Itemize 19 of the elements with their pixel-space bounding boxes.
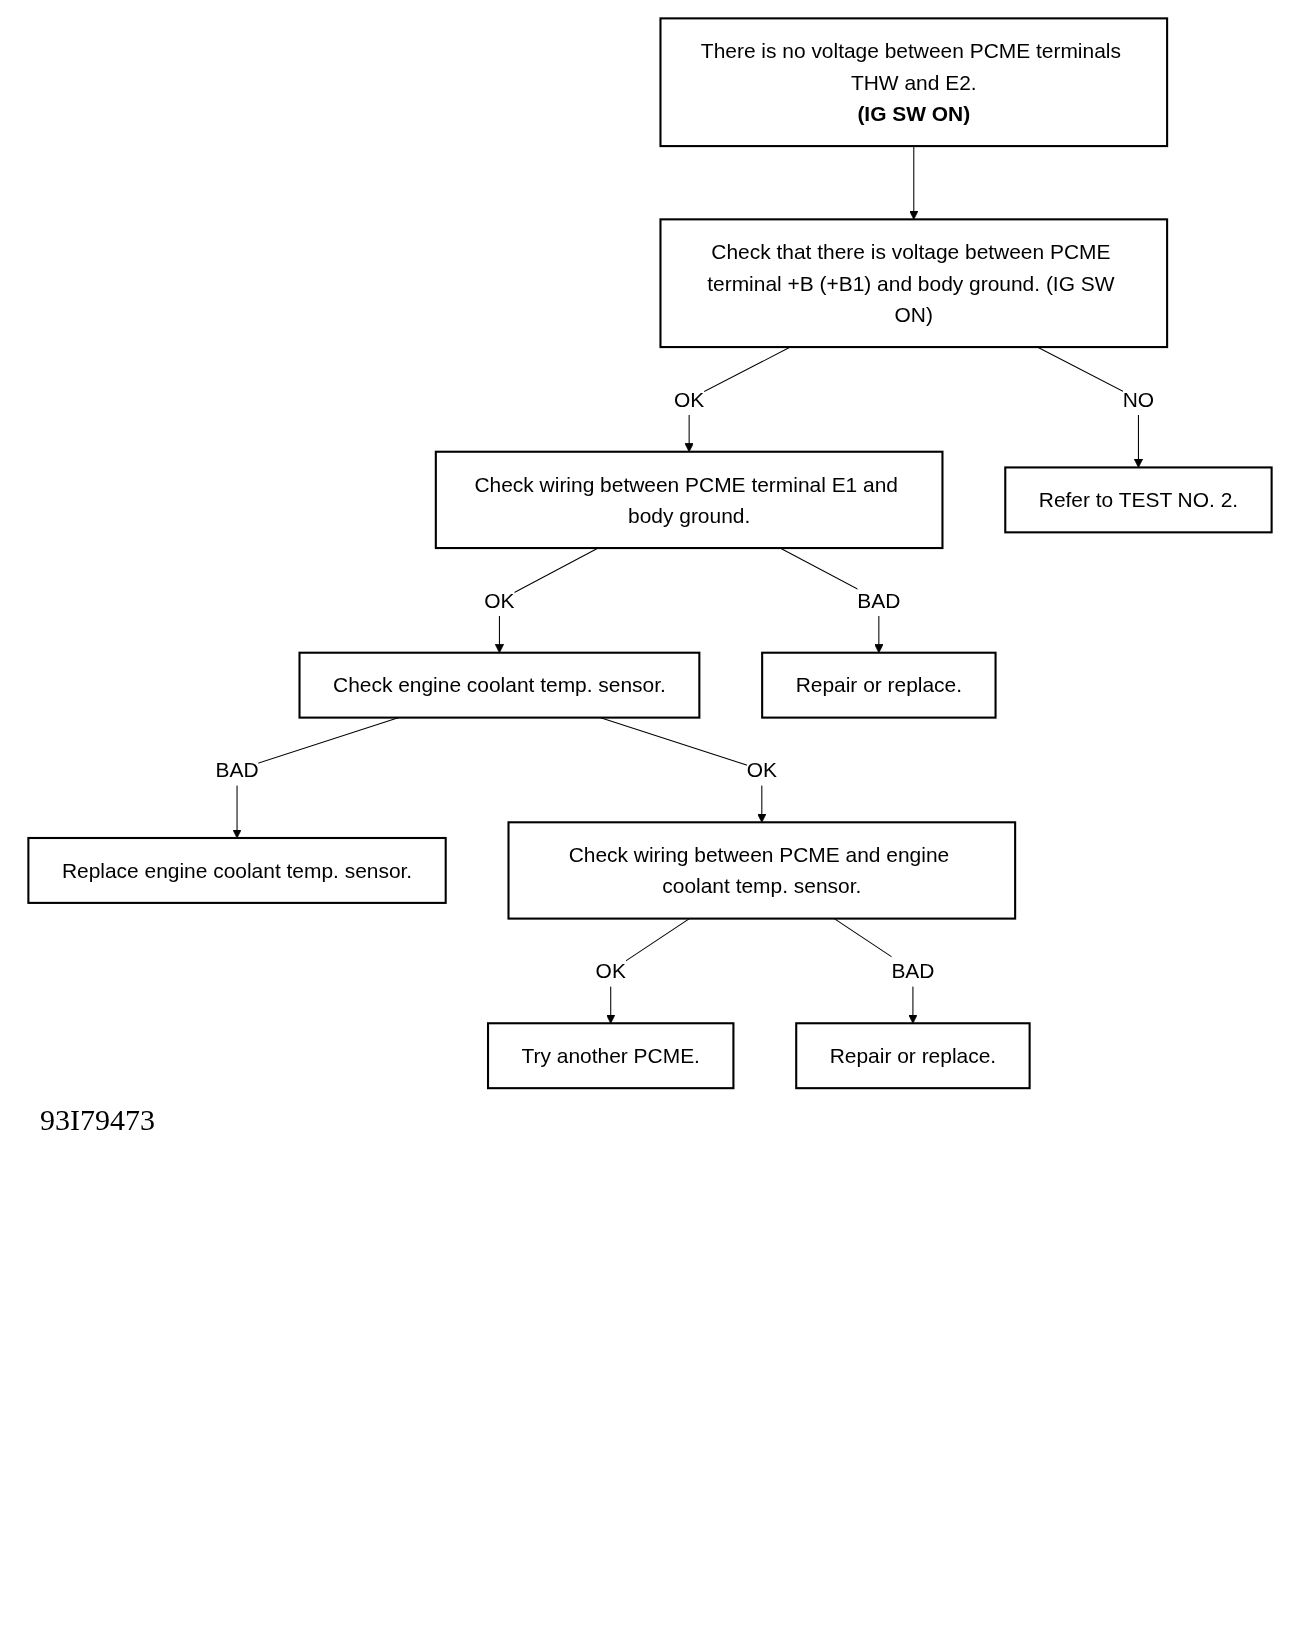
node-box: Refer to TEST NO. 2. [1004,466,1273,534]
node-box: Check wiring between PCME and engine coolant temp. sensor. [507,821,1017,920]
node-box: Try another PCME. [487,1022,735,1090]
edge-label: BAD [891,959,935,983]
edge-label: BAD [215,758,259,782]
figure-number: 93I79473 [40,1102,155,1137]
node-box: Check wiring between PCME terminal E1 and body ground. [434,450,944,550]
node-box: There is no voltage between PCME terminals THW and E2. (IG SW ON) [659,17,1169,148]
node-box: Check that there is voltage between PCME terminal +B (+B1) and body ground. (IG SW ON) [659,218,1169,349]
node-box: Repair or replace. [795,1022,1031,1090]
node-box: Replace engine coolant temp. sensor. [27,836,447,904]
edge-label: NO [1122,387,1155,411]
edge-label: OK [746,758,777,782]
edge-label: OK [674,387,705,411]
edge-label: OK [595,959,626,983]
node-box: Check engine coolant temp. sensor. [298,651,701,719]
edge-label: BAD [857,588,901,612]
edge-label: OK [484,588,515,612]
node-box: Repair or replace. [761,651,997,719]
